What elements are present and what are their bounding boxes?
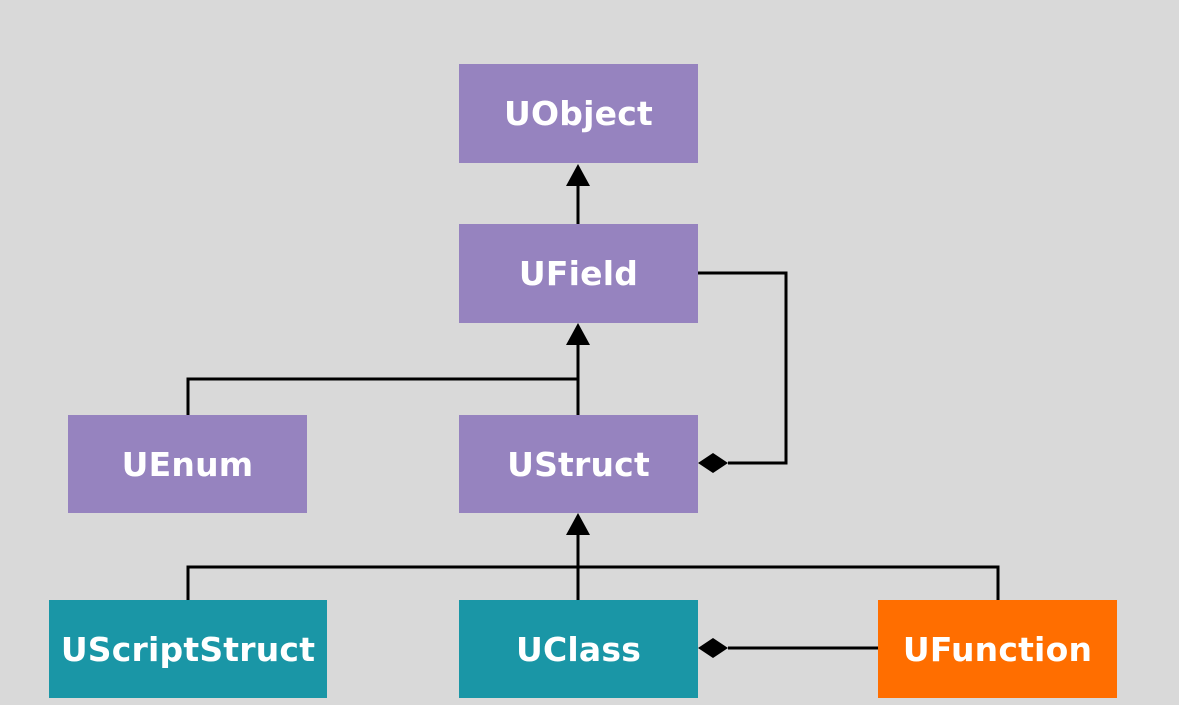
composition-diamond-ustruct	[698, 453, 728, 473]
composition-diamond-uclass	[698, 638, 728, 658]
edge-uenum-to-ufield	[186, 377, 578, 415]
uscriptstruct-label: UScriptStruct	[60, 629, 316, 669]
edge-uscriptstruct-ufunction-bus	[186, 565, 1000, 600]
uobject-node: UObject	[459, 64, 698, 163]
inheritance-arrowhead-ufield	[566, 323, 590, 345]
uclass-node: UClass	[459, 600, 698, 698]
edge-ufield-composition-ustruct	[698, 271, 788, 465]
uenum-node: UEnum	[68, 415, 307, 513]
ufield-node: UField	[459, 224, 698, 323]
inheritance-arrowhead-ustruct	[566, 513, 590, 535]
ustruct-label: UStruct	[507, 444, 650, 484]
ufunction-label: UFunction	[902, 629, 1093, 669]
uclass-label: UClass	[515, 629, 642, 669]
uobject-label: UObject	[504, 94, 653, 133]
uenum-label: UEnum	[121, 444, 254, 484]
uscriptstruct-node: UScriptStruct	[49, 600, 327, 698]
ustruct-node: UStruct	[459, 415, 698, 513]
ufunction-node: UFunction	[878, 600, 1117, 698]
ufield-label: UField	[518, 254, 639, 293]
inheritance-arrowhead-uobject	[566, 164, 590, 186]
